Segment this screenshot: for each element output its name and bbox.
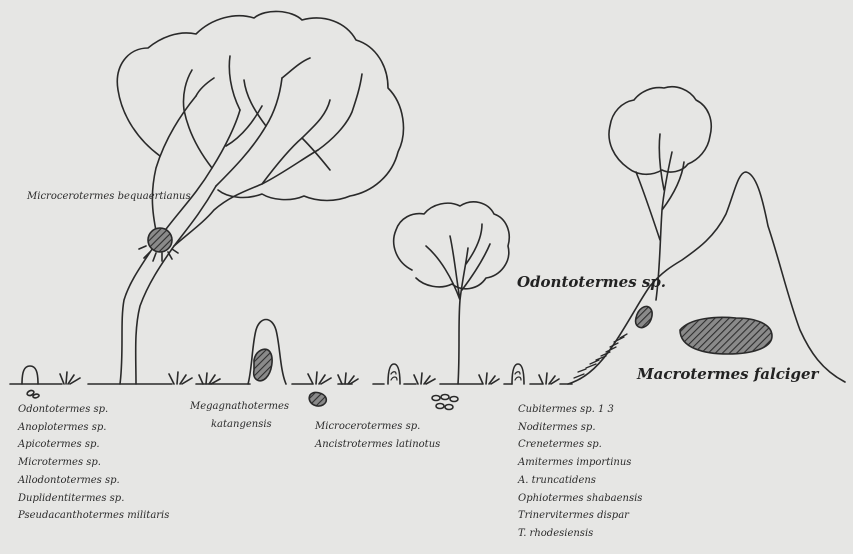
species-item: Anoplotermes sp. [18, 419, 169, 437]
nest-middle-2 [432, 395, 458, 410]
macrotermes-nest [680, 317, 772, 354]
species-item: A. truncatidens [518, 472, 642, 490]
megagnathotermes-nest [254, 349, 272, 381]
species-list-right: Cubitermes sp. 1 3 Noditermes sp. Crenet… [518, 401, 642, 543]
label-megagnathotermes: Megagnathotermes [190, 398, 289, 416]
small-mound-1 [388, 364, 400, 384]
tunnel [574, 334, 627, 378]
arboreal-nest [148, 228, 172, 252]
species-item: Microcerotermes sp. [315, 418, 440, 436]
species-item: T. rhodesiensis [518, 525, 642, 543]
species-item: Amitermes importinus [518, 454, 642, 472]
species-item: Ophiotermes shabaensis [518, 490, 642, 508]
small-nest-left [27, 391, 39, 398]
label-katangensis: katangensis [211, 416, 272, 434]
species-item: Cubitermes sp. 1 3 [518, 401, 642, 419]
right-tree [609, 87, 711, 300]
middle-tree [394, 202, 510, 384]
label-macrotermes-falciger: Macrotermes falciger [637, 365, 818, 383]
species-item: Microtermes sp. [18, 454, 169, 472]
small-mound-2 [512, 364, 524, 384]
species-item: Trinervitermes dispar [518, 507, 642, 525]
species-item: Pseudacanthotermes militaris [18, 507, 169, 525]
nest-middle-1 [309, 392, 326, 406]
species-item: Apicotermes sp. [18, 436, 169, 454]
species-list-left: Odontotermes sp. Anoplotermes sp. Apicot… [18, 401, 169, 525]
small-mound-left [22, 366, 38, 384]
species-item: Allodontotermes sp. [18, 472, 169, 490]
species-item: Ancistrotermes latinotus [315, 436, 440, 454]
label-odontotermes: Odontotermes sp. [517, 273, 666, 291]
species-item: Noditermes sp. [518, 419, 642, 437]
species-item: Odontotermes sp. [18, 401, 169, 419]
species-item: Duplidentitermes sp. [18, 490, 169, 508]
species-list-middle: Microcerotermes sp. Ancistrotermes latin… [315, 418, 440, 453]
label-microcerotermes-bequaertianus: Microcerotermes bequaertianus [27, 188, 191, 206]
grass-tufts [60, 372, 559, 384]
odontotermes-nest [636, 306, 652, 327]
species-item: Crenetermes sp. [518, 436, 642, 454]
